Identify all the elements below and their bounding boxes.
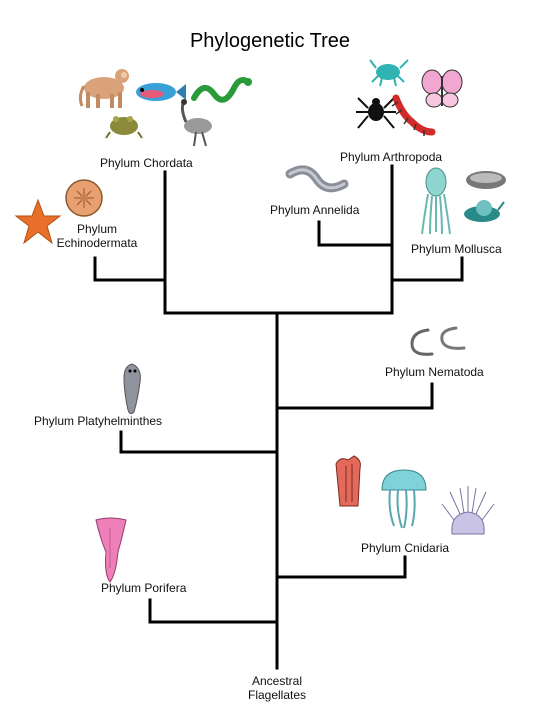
snail-icon xyxy=(464,200,505,222)
crane-icon xyxy=(180,99,212,147)
flatworm-icon xyxy=(123,363,141,415)
branch-mollusca xyxy=(390,256,464,282)
monkey-icon xyxy=(78,69,129,108)
label-echinodermata-line1: Phylum xyxy=(76,222,117,236)
label-mollusca: Phylum Mollusca xyxy=(411,242,502,256)
label-platyhelminthes: Phylum Platyhelminthes xyxy=(34,414,163,428)
label-nematoda: Phylum Nematoda xyxy=(385,365,484,379)
label-root-line2: Flagellates xyxy=(247,688,307,702)
label-arthropoda: Phylum Arthropoda xyxy=(340,150,443,164)
frog-icon xyxy=(105,116,143,139)
label-root: Ancestral Flagellates xyxy=(230,674,324,702)
clam-icon xyxy=(466,171,506,189)
spider-icon xyxy=(356,97,396,129)
snake-icon xyxy=(191,77,252,103)
label-chordata: Phylum Chordata xyxy=(100,156,193,170)
jellyfish-icon xyxy=(381,469,427,529)
branch-porifera xyxy=(148,598,279,624)
label-echinodermata: Phylum Echinodermata xyxy=(52,222,142,250)
label-cnidaria: Phylum Cnidaria xyxy=(361,541,450,555)
label-root-line1: Ancestral xyxy=(251,674,303,688)
sand-dollar-icon xyxy=(65,179,103,217)
sponge-icon xyxy=(95,517,127,583)
crab-icon xyxy=(369,59,409,87)
centipede-icon xyxy=(391,94,436,136)
squid-icon xyxy=(421,167,451,235)
branch-annelida xyxy=(317,220,394,247)
fish-icon xyxy=(136,83,186,101)
earthworm-icon xyxy=(285,165,349,193)
branch-nematoda xyxy=(275,382,434,410)
coral-icon xyxy=(335,455,361,507)
label-echinodermata-line2: Echinodermata xyxy=(56,236,138,250)
branch-cnidaria xyxy=(275,555,407,579)
branch-platyhelminthes xyxy=(119,430,279,454)
sea-anemone-icon xyxy=(441,486,495,535)
butterfly-icon xyxy=(421,69,463,108)
roundworm-icon xyxy=(410,326,466,356)
label-porifera: Phylum Porifera xyxy=(101,581,187,595)
starfish-icon xyxy=(14,198,62,245)
diagram-title: Phylogenetic Tree xyxy=(189,30,351,52)
label-annelida: Phylum Annelida xyxy=(270,203,360,217)
branch-echinodermata xyxy=(93,256,167,282)
